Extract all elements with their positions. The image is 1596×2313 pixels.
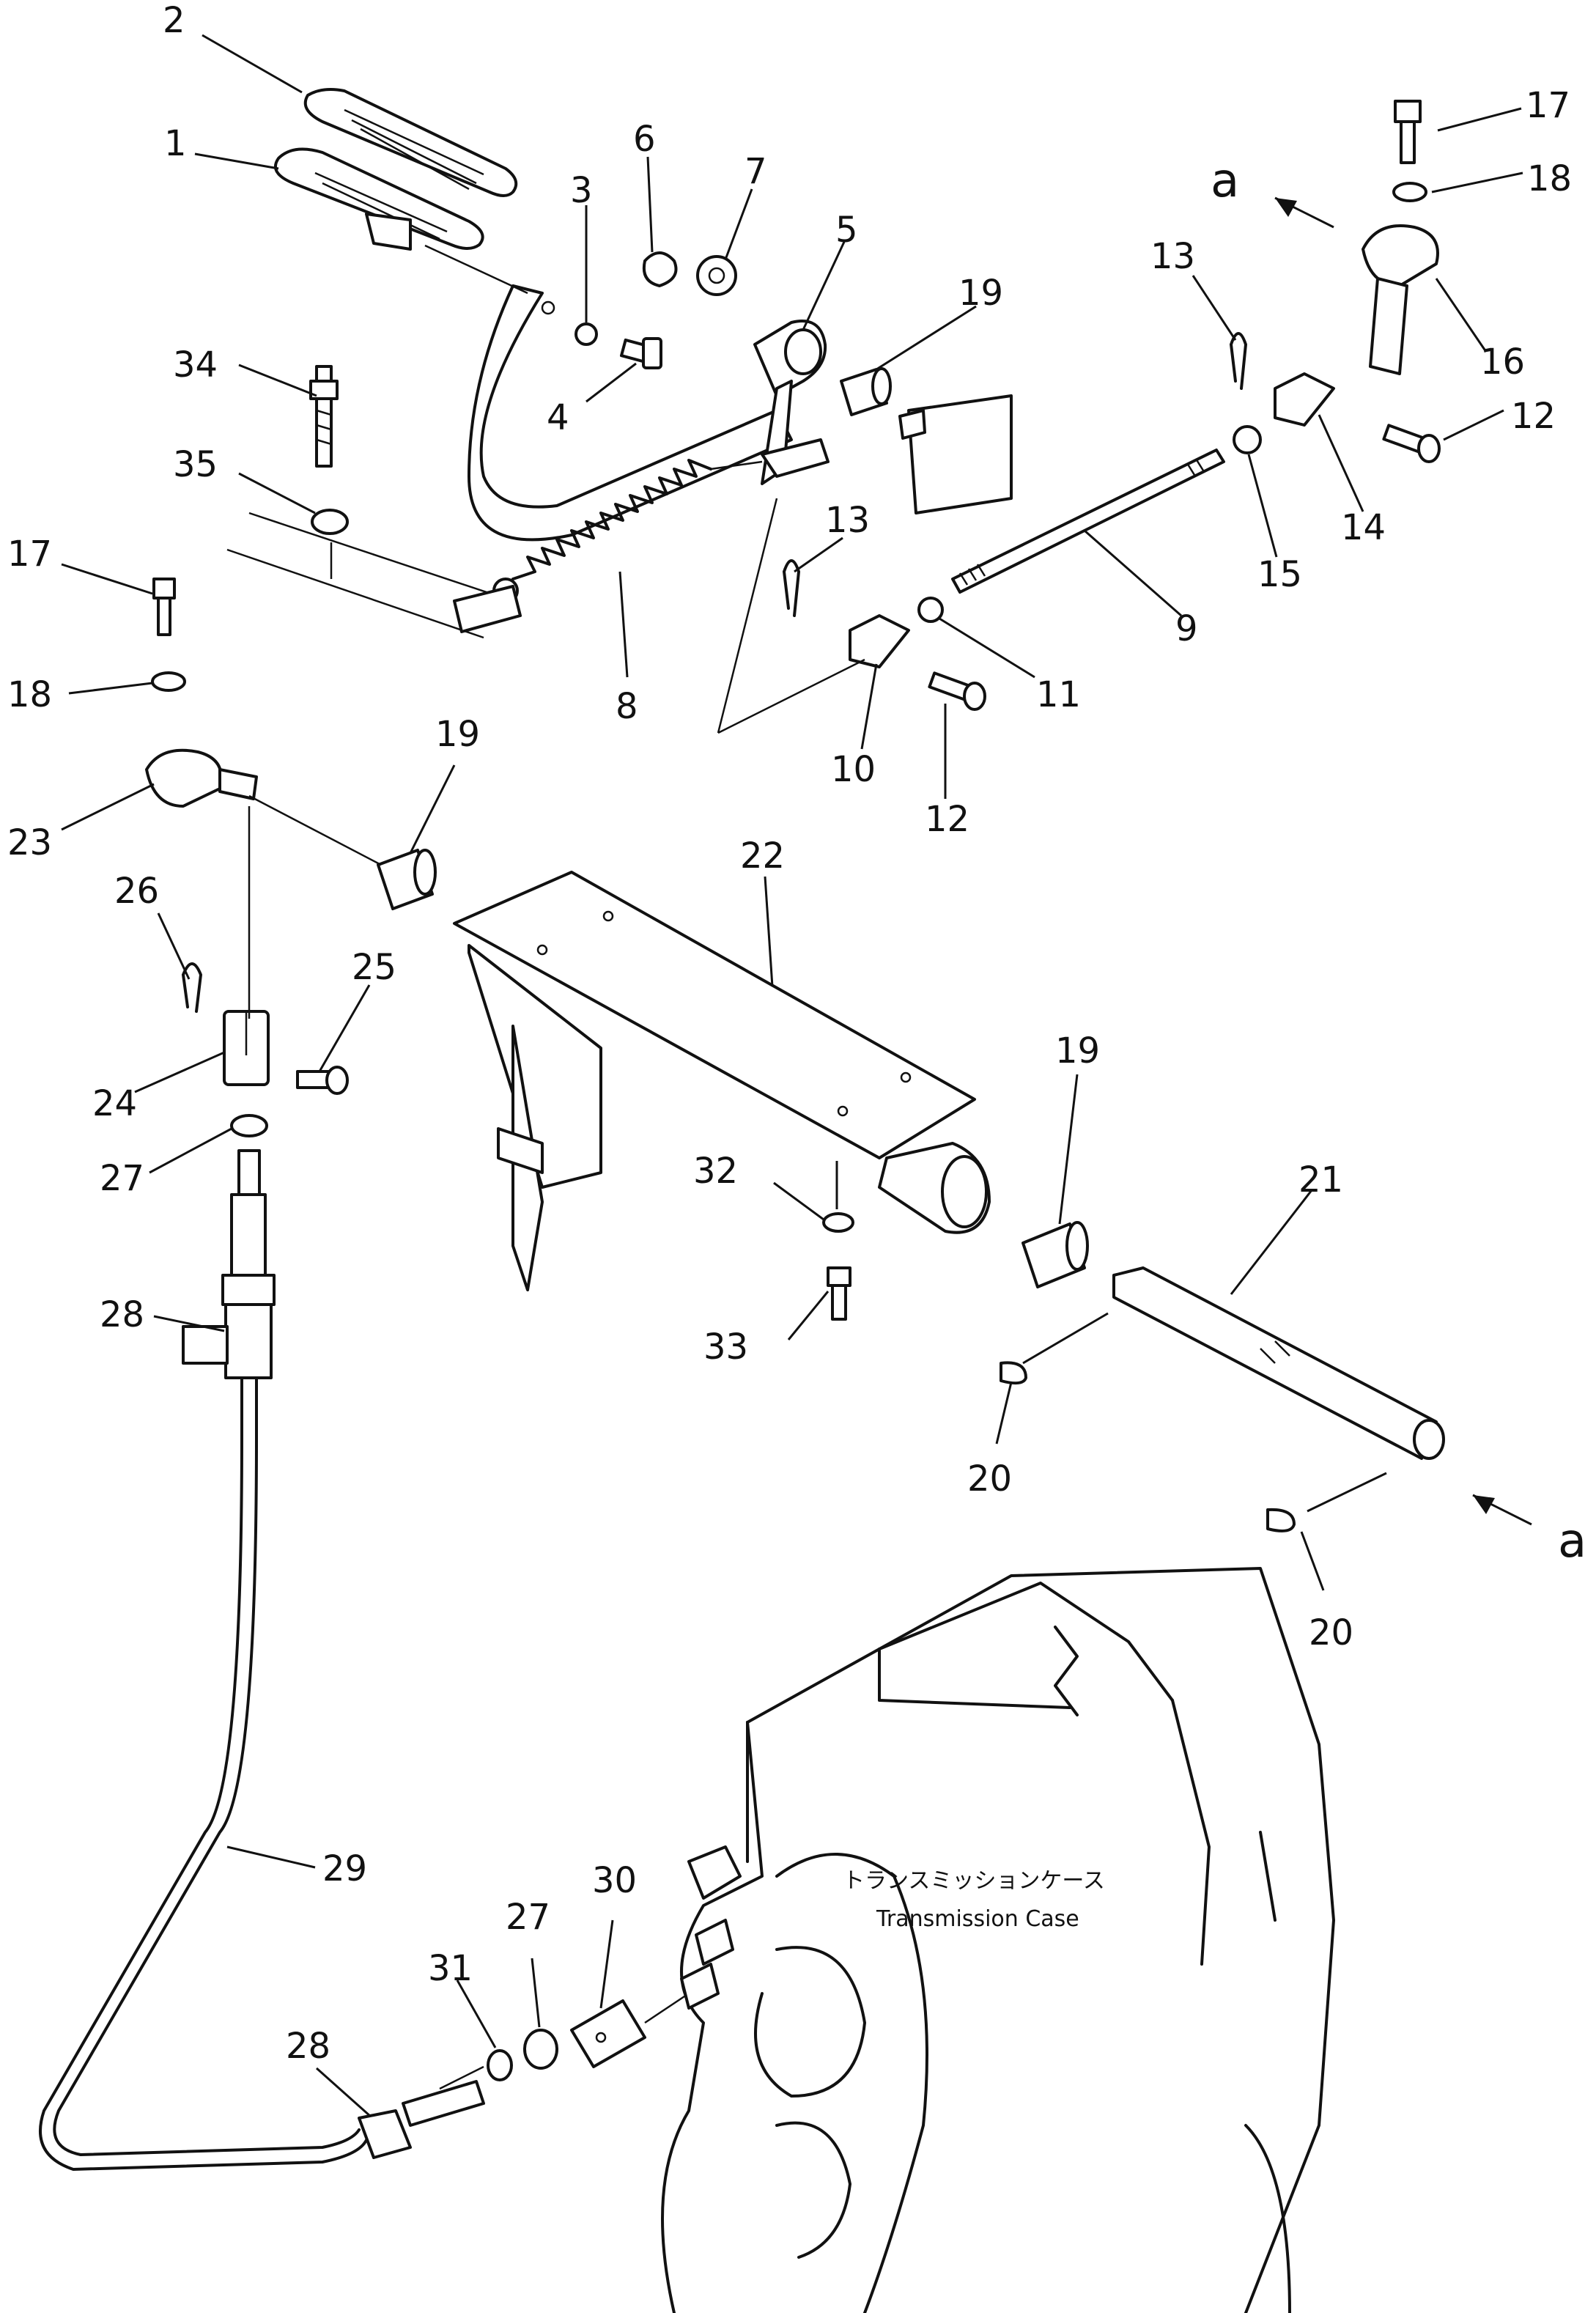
part-rod-9 bbox=[951, 449, 1225, 594]
callout-10: 10 bbox=[831, 749, 876, 790]
part-washer-7 bbox=[696, 255, 737, 296]
callout-13-lower: 13 bbox=[825, 500, 870, 541]
part-stud-34 bbox=[309, 365, 339, 468]
part-clevis-30 bbox=[570, 1999, 646, 2068]
view-arrow-bottom bbox=[1472, 1494, 1532, 1526]
transmission-case bbox=[661, 1567, 1335, 2313]
callout-4: 4 bbox=[547, 397, 569, 438]
part-bushing-19-right bbox=[1021, 1221, 1089, 1288]
callout-34: 34 bbox=[173, 344, 218, 386]
callout-11: 11 bbox=[1036, 674, 1081, 715]
case-label-english: Transmission Case bbox=[876, 1906, 1079, 1932]
callout-21: 21 bbox=[1298, 1159, 1343, 1200]
part-clevis-14 bbox=[1274, 372, 1335, 427]
part-nut-15 bbox=[1233, 425, 1262, 454]
callout-22: 22 bbox=[740, 835, 785, 877]
callout-32: 32 bbox=[693, 1151, 738, 1192]
part-bracket-stub bbox=[898, 394, 1013, 514]
part-bolt-17-right bbox=[1394, 100, 1422, 164]
part-pedal-arm bbox=[424, 244, 793, 542]
callout-19-left: 19 bbox=[435, 714, 480, 755]
callout-12-upper: 12 bbox=[1511, 396, 1556, 437]
part-bushing-19-upper bbox=[840, 367, 892, 416]
callout-5: 5 bbox=[835, 210, 858, 251]
view-marker-top: a bbox=[1211, 154, 1239, 208]
callout-33: 33 bbox=[703, 1327, 748, 1368]
callout-25: 25 bbox=[352, 947, 396, 988]
part-pin-25 bbox=[296, 1066, 349, 1095]
part-washer-32 bbox=[822, 1212, 854, 1233]
part-key-20-lower bbox=[1266, 1508, 1296, 1532]
callout-17-left: 17 bbox=[7, 534, 52, 575]
part-washer-3 bbox=[575, 322, 598, 346]
part-key-20-upper bbox=[1000, 1361, 1027, 1385]
part-lever-16 bbox=[1362, 224, 1439, 375]
callout-2: 2 bbox=[163, 0, 185, 41]
view-arrow-top bbox=[1274, 196, 1334, 229]
part-connector-28-lower bbox=[358, 2065, 485, 2159]
callout-15: 15 bbox=[1257, 554, 1302, 595]
case-label-japanese: トランスミッションケース bbox=[843, 1868, 1105, 1894]
part-nut-27-upper bbox=[230, 1114, 268, 1137]
part-washer-18-right bbox=[1392, 182, 1427, 202]
callout-17-right: 17 bbox=[1526, 85, 1570, 126]
part-clevis-24 bbox=[223, 1010, 270, 1086]
part-split-pin-13-upper bbox=[1230, 332, 1247, 390]
callout-19-right: 19 bbox=[1055, 1030, 1100, 1071]
callout-13-upper: 13 bbox=[1150, 236, 1195, 277]
callout-20-left: 20 bbox=[967, 1458, 1012, 1499]
part-bolt-17-left bbox=[152, 578, 176, 636]
part-lever-23 bbox=[145, 748, 258, 808]
callout-26: 26 bbox=[114, 871, 159, 912]
callout-18-left: 18 bbox=[7, 674, 52, 715]
callout-14: 14 bbox=[1341, 507, 1386, 548]
callout-7: 7 bbox=[745, 151, 767, 192]
view-marker-bottom: a bbox=[1558, 1514, 1586, 1568]
callout-16: 16 bbox=[1480, 342, 1525, 383]
part-pin-12-lower bbox=[928, 671, 986, 711]
callout-30: 30 bbox=[592, 1860, 637, 1901]
part-cable-29 bbox=[39, 1149, 368, 2171]
part-bolt-33 bbox=[827, 1266, 851, 1321]
callout-labels: 2 1 3 6 7 5 4 19 17 18 13 16 12 14 15 34… bbox=[7, 0, 1586, 2067]
callout-28-lower: 28 bbox=[286, 2026, 330, 2067]
callout-27-upper: 27 bbox=[100, 1158, 144, 1199]
part-bracket-22 bbox=[453, 871, 991, 1291]
part-pin-12-upper bbox=[1382, 424, 1441, 463]
callout-19-top: 19 bbox=[958, 273, 1003, 314]
part-clevis-10 bbox=[849, 614, 910, 668]
callout-1: 1 bbox=[164, 123, 187, 164]
part-nut-11 bbox=[917, 597, 944, 623]
part-pedal-boss bbox=[753, 320, 830, 485]
part-split-pin-13-lower bbox=[783, 559, 800, 617]
callout-18-right: 18 bbox=[1527, 158, 1572, 199]
callout-28-upper: 28 bbox=[100, 1294, 144, 1335]
leader-lines bbox=[61, 34, 1523, 2118]
part-pedal-pad-upper bbox=[303, 88, 518, 197]
part-bushing-19-left bbox=[377, 849, 437, 910]
callout-29: 29 bbox=[322, 1848, 367, 1889]
part-nut-35 bbox=[311, 509, 349, 535]
part-washer-18-left bbox=[151, 671, 186, 692]
part-shaft-21 bbox=[1112, 1266, 1445, 1460]
callout-24: 24 bbox=[92, 1083, 137, 1124]
callout-27-lower: 27 bbox=[506, 1897, 550, 1938]
callout-35: 35 bbox=[173, 444, 218, 485]
part-nut-27-lower bbox=[523, 2029, 558, 2070]
callout-20-right: 20 bbox=[1309, 1612, 1353, 1653]
callout-3: 3 bbox=[570, 170, 593, 211]
part-pedal-pad-lower bbox=[274, 147, 484, 251]
callout-23: 23 bbox=[7, 822, 52, 863]
callout-6: 6 bbox=[633, 119, 656, 160]
part-washer-31 bbox=[487, 2049, 513, 2081]
part-bolt-4 bbox=[620, 337, 662, 369]
part-clip-6 bbox=[643, 251, 678, 287]
callout-31: 31 bbox=[428, 1948, 473, 1989]
callout-12-lower: 12 bbox=[925, 799, 969, 840]
callout-9: 9 bbox=[1175, 608, 1198, 649]
part-floor-plate bbox=[226, 512, 522, 639]
callout-8: 8 bbox=[616, 686, 638, 727]
